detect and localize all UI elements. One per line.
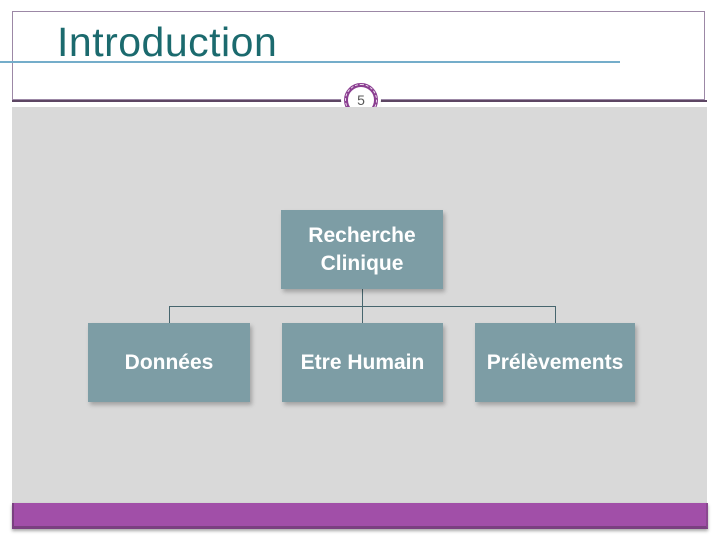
org-node-root: Recherche Clinique <box>281 210 443 289</box>
connector-horizontal <box>169 306 556 307</box>
connector-left-vertical <box>169 306 170 323</box>
org-node-prelevements: Prélèvements <box>475 323 635 402</box>
org-node-root-label: Recherche Clinique <box>308 223 416 275</box>
org-node-donnees: Données <box>88 323 250 402</box>
footer-bar <box>12 503 708 529</box>
page-number: 5 <box>357 92 365 108</box>
org-node-etre-humain-label: Etre Humain <box>300 350 425 374</box>
org-node-prelevements-label: Prélèvements <box>486 350 624 374</box>
page-title: Introduction <box>57 19 278 65</box>
accent-line-blue <box>0 61 620 63</box>
content-area <box>12 107 707 503</box>
connector-right-vertical <box>555 306 556 323</box>
org-node-etre-humain: Etre Humain <box>282 323 443 402</box>
org-node-donnees-label: Données <box>124 350 214 374</box>
